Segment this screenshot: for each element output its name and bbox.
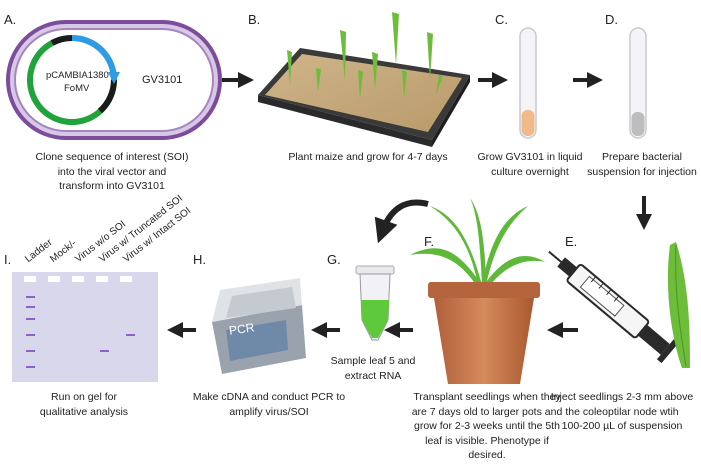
step-letter-e: E. [565, 234, 578, 249]
plasmid-ring [27, 34, 120, 125]
caption-h: Make cDNA and conduct PCR to amplify vir… [192, 391, 346, 418]
gel [12, 272, 158, 382]
insert-name: FoMV [64, 83, 90, 94]
step-letter-h: H. [193, 252, 206, 267]
rna-tube [355, 265, 395, 341]
step-letter-a: A. [4, 12, 17, 27]
gel-bands [26, 296, 135, 368]
pcr-machine [212, 278, 306, 374]
strain-name: GV3101 [142, 74, 183, 86]
caption-c: Grow GV3101 in liquid culture overnight [477, 151, 583, 178]
caption-a: Clone sequence of interest (SOI) into th… [35, 151, 189, 192]
seedling-tray [258, 12, 470, 147]
caption-b: Plant maize and grow for 4-7 days [288, 151, 448, 163]
suspension-tube [629, 27, 647, 139]
step-letter-i: I. [4, 252, 12, 267]
step-letter-g: G. [327, 252, 341, 267]
caption-f: Transplant seedlings when they are 7 day… [411, 391, 563, 461]
caption-e: Inject seedlings 2-3 mm above the coleop… [550, 391, 694, 432]
caption-g: Sample leaf 5 and extract RNA [330, 355, 416, 382]
plasmid-name: pCAMBIA1380 [46, 70, 109, 81]
step-letter-f: F. [424, 234, 435, 249]
syringe [548, 250, 679, 364]
step-letter-b: B. [248, 12, 261, 27]
injected-seedling [667, 242, 690, 368]
flow-arrows [167, 72, 652, 338]
potted-plant [410, 198, 545, 384]
step-letter-c: C. [495, 12, 508, 27]
step-letter-d: D. [605, 12, 618, 27]
culture-tube [519, 27, 537, 139]
caption-d: Prepare bacterial suspension for injecti… [587, 151, 697, 178]
caption-i: Run on gel for qualitative analysis [39, 391, 129, 418]
